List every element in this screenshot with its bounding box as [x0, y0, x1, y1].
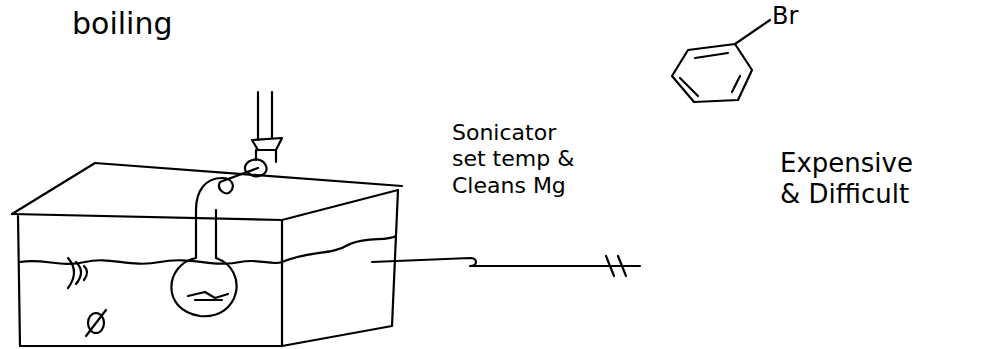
title-text: boiling — [72, 6, 272, 42]
control-dial — [86, 310, 106, 336]
substituent-label: Br — [772, 2, 832, 31]
ultrasound-waves — [68, 258, 87, 288]
power-cord — [372, 256, 640, 276]
condenser — [196, 92, 282, 210]
note-text: Sonicator set temp & Cleans Mg — [452, 120, 580, 199]
bromobenzene-structure — [672, 20, 770, 102]
note-text: Expensive & Difficult — [780, 148, 930, 210]
sonicator-bath — [12, 163, 402, 346]
flask — [171, 210, 236, 316]
